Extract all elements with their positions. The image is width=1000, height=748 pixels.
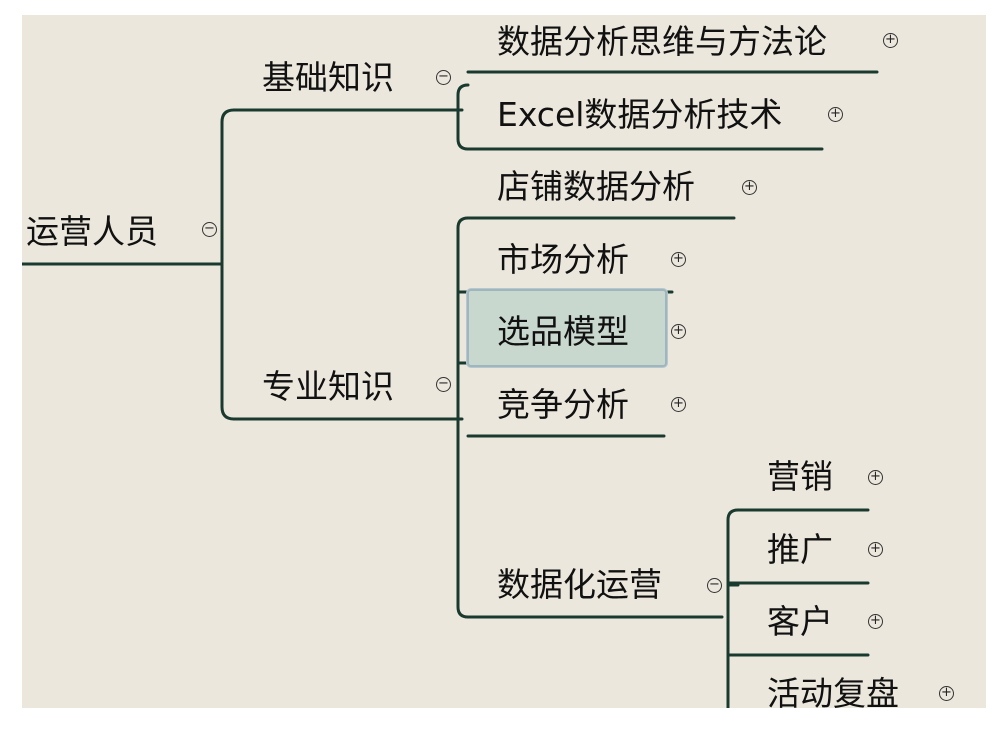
branch2-bracket <box>456 216 470 619</box>
topic-node[interactable]: 数据分析思维与方法论 <box>497 22 827 61</box>
branch-node-professional[interactable]: 专业知识 <box>262 367 394 406</box>
topic-node[interactable]: 推广 <box>767 530 833 569</box>
topic-node[interactable]: 客户 <box>767 602 833 641</box>
expand-toggle-icon[interactable]: + <box>868 542 883 557</box>
expand-toggle-icon[interactable]: + <box>671 397 686 412</box>
expand-toggle-icon[interactable]: + <box>671 252 686 267</box>
branch1-bracket <box>456 83 470 151</box>
collapse-toggle-icon[interactable]: − <box>707 578 722 593</box>
root-trunk <box>220 108 236 421</box>
expand-toggle-icon[interactable]: + <box>939 686 954 701</box>
topic-node[interactable]: 活动复盘 <box>767 674 899 708</box>
topic-node[interactable]: Excel数据分析技术 <box>497 95 783 134</box>
expand-toggle-icon[interactable]: + <box>868 470 883 485</box>
topic-node[interactable]: 店铺数据分析 <box>497 167 695 206</box>
topic-node[interactable]: 营销 <box>767 457 833 496</box>
selection-highlight <box>467 289 667 367</box>
expand-toggle-icon[interactable]: + <box>828 107 843 122</box>
branch-node-basic[interactable]: 基础知识 <box>262 58 394 97</box>
topic-node[interactable]: 竞争分析 <box>497 385 629 424</box>
collapse-toggle-icon[interactable]: − <box>436 70 451 85</box>
expand-toggle-icon[interactable]: + <box>742 180 757 195</box>
topic-node[interactable]: 市场分析 <box>497 240 629 279</box>
mindmap-canvas: 运营人员 − 基础知识 − 数据分析思维与方法论 + Excel数据分析技术 +… <box>22 15 986 708</box>
expand-toggle-icon[interactable]: + <box>868 614 883 629</box>
expand-toggle-icon[interactable]: + <box>883 33 898 48</box>
collapse-toggle-icon[interactable]: − <box>436 377 451 392</box>
collapse-toggle-icon[interactable]: − <box>202 222 217 237</box>
expand-toggle-icon[interactable]: + <box>671 324 686 339</box>
branch-node-data-ops[interactable]: 数据化运营 <box>497 565 662 604</box>
topic-node-selected[interactable]: 选品模型 <box>497 312 629 351</box>
sub-bracket <box>726 508 740 708</box>
root-node[interactable]: 运营人员 <box>26 212 158 251</box>
